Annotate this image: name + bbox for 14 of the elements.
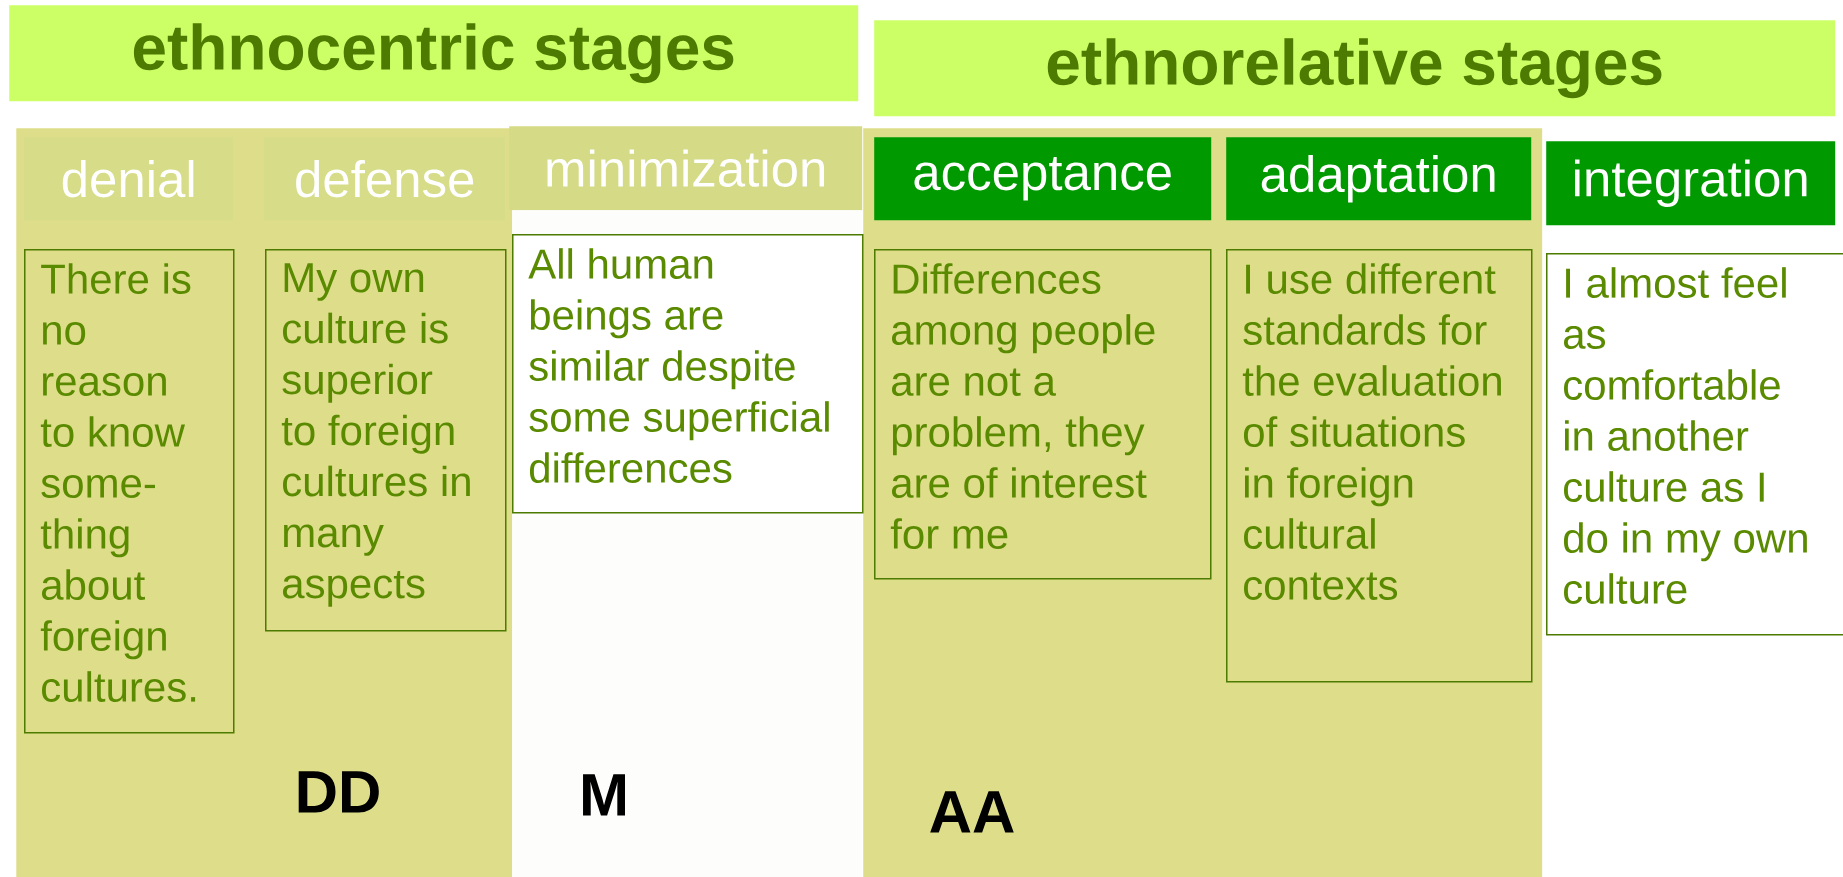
stage-header: defense xyxy=(264,137,506,221)
statement-box: All human beings are similar despite some superficial differences xyxy=(512,234,864,514)
statement-box: My own culture is superior to foreign cultures in many aspects xyxy=(265,249,507,632)
stage-header: denial xyxy=(24,137,234,221)
stage-banner: ethnorelative stages xyxy=(874,20,1836,117)
stage-header: minimization xyxy=(509,126,863,211)
statement-box: I use different standards for the evaluation of situations in foreign cultural contexts xyxy=(1226,249,1533,683)
stage-header: adaptation xyxy=(1226,137,1532,221)
statement-box: Differences among people are not a problem, they are of interest for me xyxy=(874,249,1212,580)
statement-box: There is no reason to know some- thing about foreign cultures. xyxy=(24,249,235,734)
stage-header: acceptance xyxy=(874,137,1212,221)
stage-header: integration xyxy=(1546,141,1836,226)
statement-box: I almost feel as comfortable in another culture as I do in my own culture xyxy=(1546,253,1843,636)
stage-banner: ethnocentric stages xyxy=(9,5,859,102)
